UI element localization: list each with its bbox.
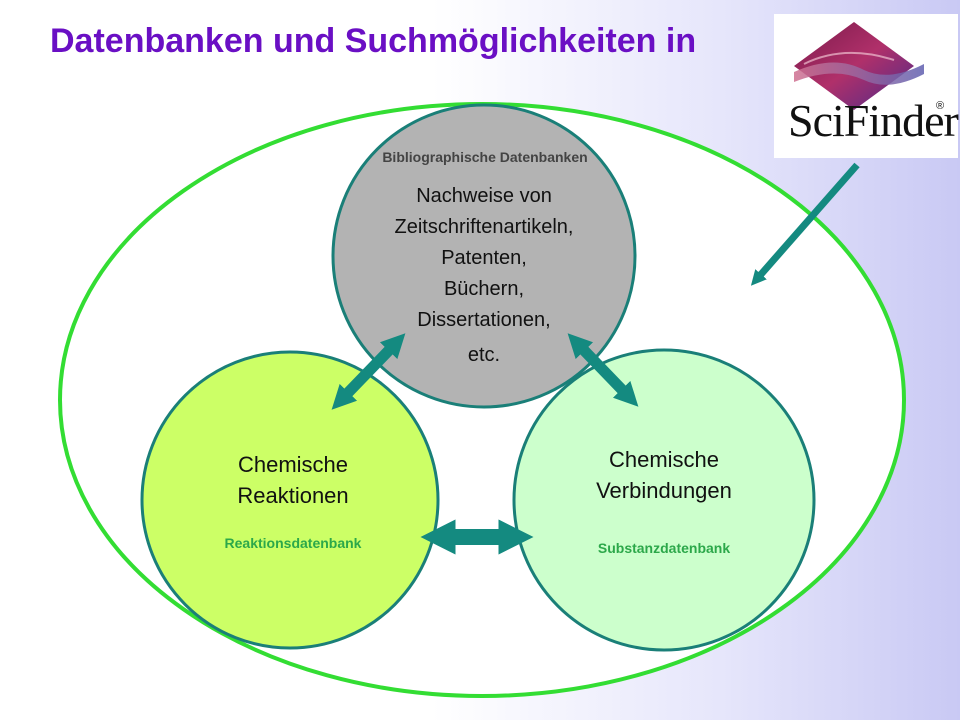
compounds-circle <box>512 348 816 652</box>
reactions-subtitle: Reaktionsdatenbank <box>224 535 362 551</box>
logo-wordmark: SciFinder <box>788 95 959 146</box>
compounds-subtitle: Substanzdatenbank <box>597 540 731 556</box>
arrow-scifinder-to-diagram <box>750 162 860 286</box>
page-title: Datenbanken und Suchmöglichkeiten in <box>50 22 697 60</box>
compounds-title-line: Verbindungen <box>596 478 732 503</box>
reactions-title-line: Reaktionen <box>237 483 349 508</box>
compounds-title-line: Chemische <box>608 447 720 472</box>
bibliographic-etc: etc. <box>467 344 501 366</box>
reactions-circle <box>140 350 440 650</box>
reactions-title-line: Chemische <box>237 452 349 477</box>
bibliographic-line: Nachweise von <box>416 185 552 207</box>
bibliographic-label: Bibliographische Datenbanken <box>382 149 588 165</box>
reactions-title: Chemische Reaktionen <box>173 449 413 511</box>
bibliographic-line: Patenten, <box>441 247 527 269</box>
bibliographic-line: Zeitschriftenartikeln, <box>394 216 574 238</box>
arrow-bib-compounds <box>567 333 639 407</box>
logo-emblem-icon <box>794 22 924 110</box>
bibliographic-line: Büchern, <box>443 278 525 300</box>
bibliographic-line: Dissertationen, <box>417 309 551 331</box>
scifinder-logo: SciFinder ® <box>774 14 959 158</box>
arrow-bib-reactions <box>331 333 406 410</box>
compounds-title: Chemische Verbindungen <box>534 444 794 506</box>
bibliographic-text: Nachweise von Zeitschriftenartikeln, Pat… <box>334 181 634 336</box>
logo-registered-mark: ® <box>936 100 945 112</box>
bibliographic-circle <box>331 103 637 409</box>
